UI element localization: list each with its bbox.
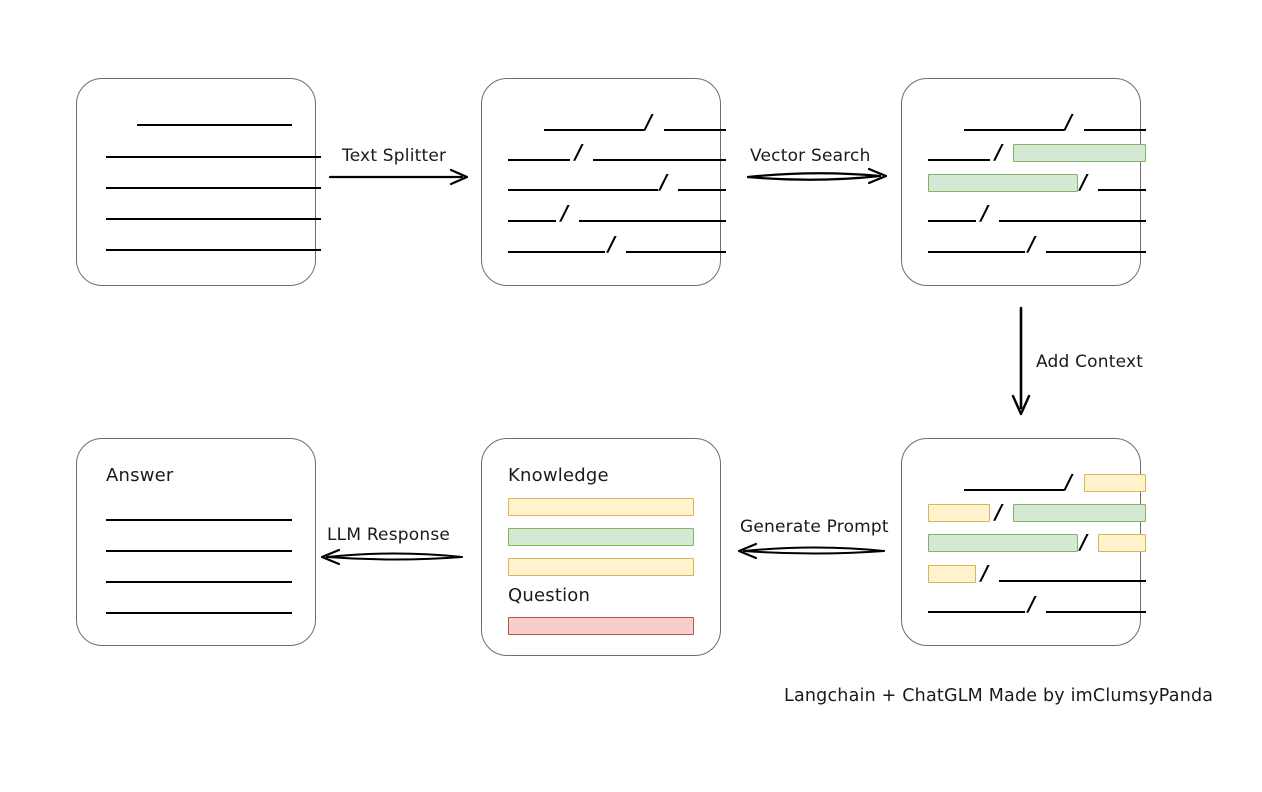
chunk-segment <box>579 220 726 222</box>
answer-line <box>106 550 292 552</box>
chunk-highlight-yellow <box>928 565 976 583</box>
chunk-segment <box>999 220 1146 222</box>
chunk-slash: / <box>981 201 989 225</box>
chunk-segment <box>1098 189 1146 191</box>
answer-line <box>106 581 292 583</box>
chunk-segment <box>964 129 1064 131</box>
prompt-box: Knowledge Question <box>481 438 721 656</box>
edge-label-llm-response: LLM Response <box>327 525 451 545</box>
retrieved-chunks-box: / / / / / <box>901 78 1146 286</box>
chunk-highlight-yellow <box>1098 534 1146 552</box>
chunk-segment <box>544 129 644 131</box>
chunk-highlight-green <box>928 534 1078 552</box>
question-bar-red <box>508 617 694 635</box>
chunk-segment <box>508 220 556 222</box>
knowledge-bar-yellow <box>508 558 694 576</box>
arrow-llm-response <box>320 548 463 566</box>
chunk-slash: / <box>608 232 616 256</box>
chunk-highlight-yellow <box>928 504 990 522</box>
document-line <box>106 249 321 251</box>
chunk-slash: / <box>561 201 569 225</box>
edge-label-text-splitter: Text Splitter <box>342 146 447 166</box>
chunk-slash: / <box>981 561 989 585</box>
chunk-segment <box>999 580 1146 582</box>
document-line <box>137 124 292 126</box>
arrow-generate-prompt <box>737 542 885 560</box>
chunk-slash: / <box>645 110 653 134</box>
chunk-slash: / <box>1065 470 1073 494</box>
source-document-box <box>76 78 321 286</box>
edge-label-add-context: Add Context <box>1036 352 1144 372</box>
knowledge-bar-green <box>508 528 694 546</box>
chunk-segment <box>626 251 726 253</box>
answer-line <box>106 612 292 614</box>
chunk-highlight-green <box>1013 144 1146 162</box>
chunk-segment <box>928 159 990 161</box>
answer-box: Answer <box>76 438 316 646</box>
chunk-slash: / <box>1065 110 1073 134</box>
chunk-segment <box>964 489 1064 491</box>
edge-label-generate-prompt: Generate Prompt <box>740 517 889 537</box>
document-line <box>106 218 321 220</box>
knowledge-label: Knowledge <box>508 465 609 486</box>
context-chunks-box: / / / / / <box>901 438 1146 646</box>
answer-heading: Answer <box>106 465 174 486</box>
chunk-highlight-green <box>1013 504 1146 522</box>
chunk-segment <box>678 189 726 191</box>
chunk-slash: / <box>1028 592 1036 616</box>
chunk-segment <box>508 189 658 191</box>
footer-credit: Langchain + ChatGLM Made by imClumsyPand… <box>784 686 1214 706</box>
chunk-slash: / <box>995 500 1003 524</box>
answer-line <box>106 519 292 521</box>
arrow-text-splitter <box>328 168 469 186</box>
chunk-slash: / <box>995 140 1003 164</box>
chunk-highlight-yellow <box>1084 474 1146 492</box>
chunk-segment <box>508 159 570 161</box>
chunk-segment <box>1046 251 1146 253</box>
edge-label-vector-search: Vector Search <box>750 146 871 166</box>
knowledge-bar-yellow <box>508 498 694 516</box>
chunk-segment <box>1084 129 1146 131</box>
chunk-segment <box>664 129 726 131</box>
chunk-highlight-green <box>928 174 1078 192</box>
chunk-slash: / <box>660 170 668 194</box>
split-chunks-box: / / / / / <box>481 78 726 286</box>
chunk-segment <box>928 251 1025 253</box>
chunk-segment <box>928 220 976 222</box>
chunk-slash: / <box>1080 530 1088 554</box>
document-line <box>106 156 321 158</box>
chunk-slash: / <box>575 140 583 164</box>
question-label: Question <box>508 585 591 606</box>
arrow-add-context <box>1011 306 1031 416</box>
chunk-segment <box>928 611 1025 613</box>
arrow-vector-search <box>746 167 888 185</box>
chunk-slash: / <box>1028 232 1036 256</box>
document-line <box>106 187 321 189</box>
chunk-segment <box>508 251 605 253</box>
chunk-slash: / <box>1080 170 1088 194</box>
chunk-segment <box>1046 611 1146 613</box>
chunk-segment <box>593 159 726 161</box>
